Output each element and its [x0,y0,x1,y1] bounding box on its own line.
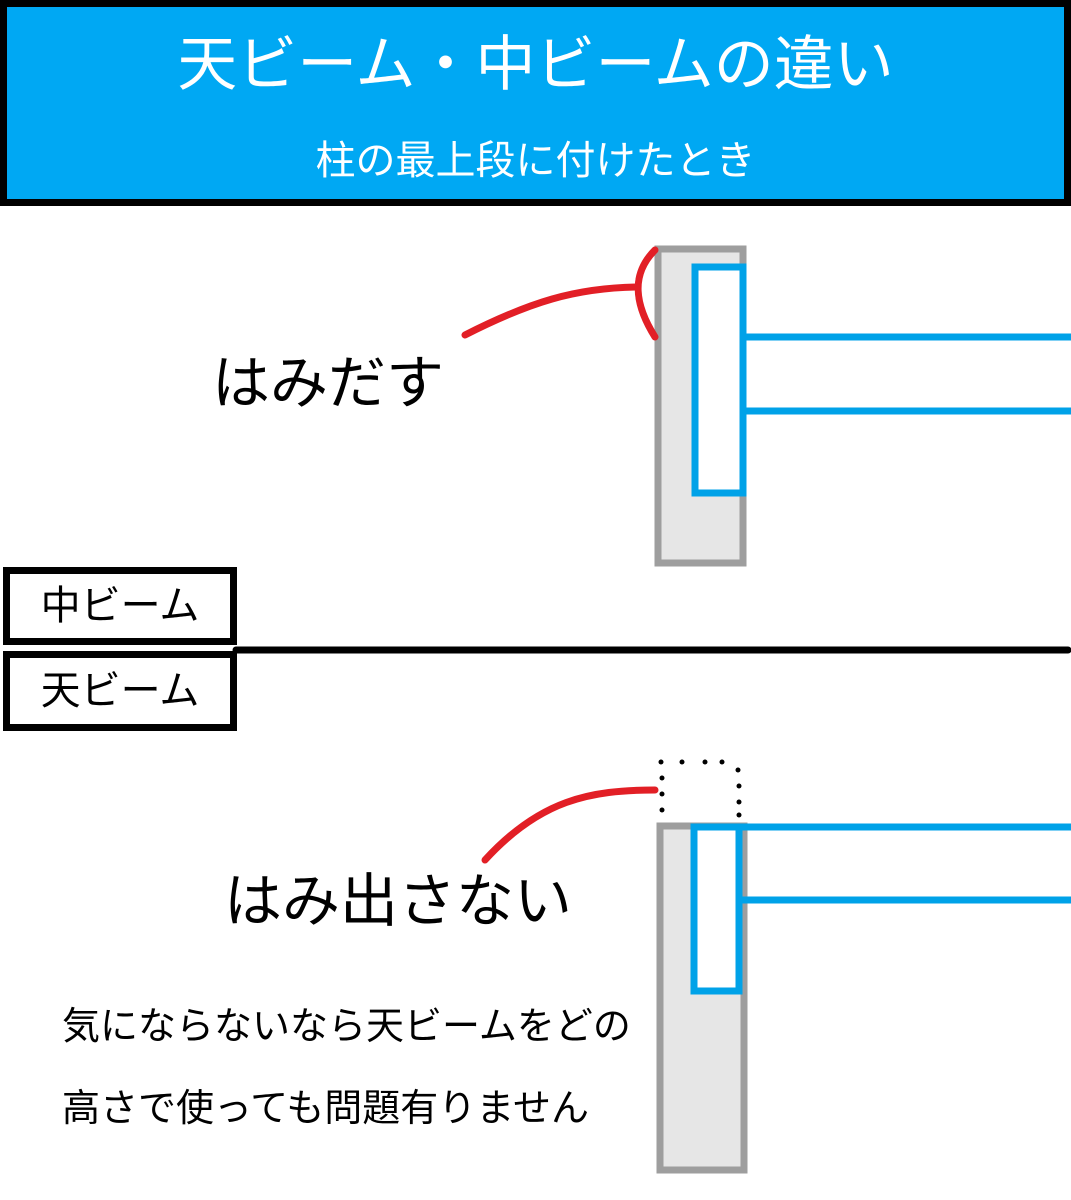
bottom-beam-diagram [481,759,1071,1174]
legend-top-beam: 天ビーム [3,651,237,731]
callout-line-bottom [481,786,659,864]
callout-line-top [461,283,641,339]
beam-bracket-bottom [690,823,743,995]
dotted-outline-no-protrusion [658,759,742,818]
page-title: 天ビーム・中ビームの違い [177,30,894,100]
note-line-1: 気にならないなら天ビームをどの [62,1004,631,1048]
top-beam-diagram [461,245,1071,567]
note-line-2: 高さで使っても問題有りません [62,1086,590,1130]
protrusion-bracket-mark [634,246,659,341]
page-subtitle: 柱の最上段に付けたとき [315,138,756,184]
label-no-protrusion: はみ出さない [224,867,573,935]
label-protrudes: はみだす [212,349,445,417]
title-banner: 天ビーム・中ビームの違い 柱の最上段に付けたとき [0,0,1071,206]
legend-middle-beam: 中ビーム [3,567,237,645]
beam-bracket-top [691,263,747,497]
